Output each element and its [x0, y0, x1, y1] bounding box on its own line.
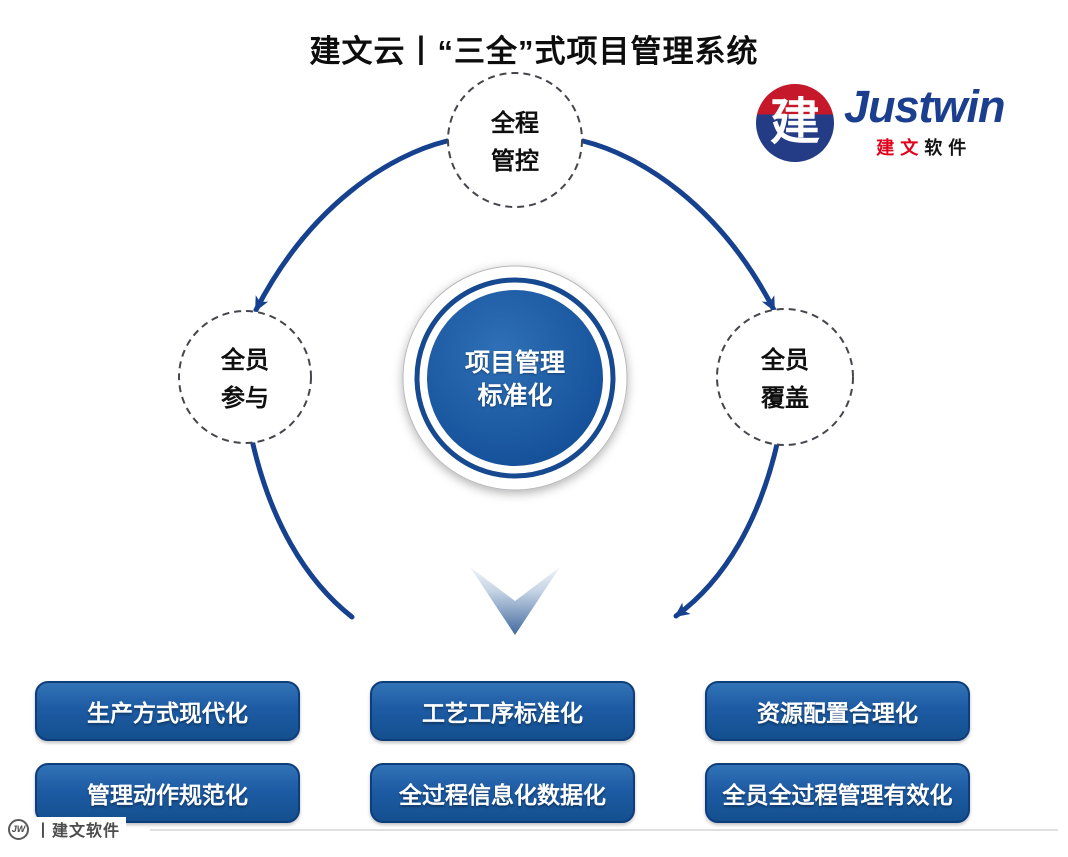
- badge-character: 建: [770, 94, 820, 150]
- dashed-circle-left: [178, 310, 312, 444]
- brand-wordmark: Justwin: [844, 81, 1006, 132]
- footer-watermark: JW 丨建文软件: [8, 817, 127, 841]
- dashed-circle-top: [447, 72, 583, 208]
- footer-company-text: 丨建文软件: [35, 823, 121, 840]
- brand-block: Justwin 建文软件: [844, 81, 1006, 160]
- result-box-resource-allocation: 资源配置合理化: [705, 681, 970, 741]
- arc-top-to-left: [253, 138, 450, 313]
- center-label-line1: 项目管理: [464, 349, 565, 377]
- justwin-logo: 建 Justwin 建文软件: [756, 81, 1006, 162]
- node-left-line1: 全员: [221, 347, 269, 374]
- arc-left-to-bottom: [249, 437, 355, 620]
- arc-right-to-bottom: [673, 437, 781, 619]
- node-right-line2: 覆盖: [761, 385, 809, 412]
- node-left-line2: 参与: [221, 385, 269, 412]
- node-label-all-staff-coverage: 全员 覆盖: [715, 342, 855, 418]
- arc-top-to-right: [580, 138, 777, 313]
- page-title: 建文云丨“三全”式项目管理系统: [309, 34, 759, 69]
- down-arrow-icon: [470, 567, 560, 635]
- node-top-line2: 管控: [491, 148, 539, 175]
- jw-mark-icon: JW: [8, 818, 29, 840]
- center-label-line2: 标准化: [477, 382, 553, 410]
- result-box-management-standardization: 管理动作规范化: [35, 763, 300, 823]
- center-circle-ring: [414, 277, 616, 479]
- node-label-all-staff-participation: 全员 参与: [175, 342, 315, 418]
- justwin-badge-icon: 建: [756, 84, 834, 162]
- node-right-line1: 全员: [761, 347, 809, 374]
- result-box-management-effectiveness: 全员全过程管理有效化: [705, 763, 970, 823]
- center-node-label: 项目管理 标准化: [415, 347, 615, 413]
- result-box-production-modernization: 生产方式现代化: [35, 681, 300, 741]
- brand-tagline-black: 软件: [924, 138, 973, 158]
- node-label-full-process-control: 全程 管控: [445, 105, 585, 181]
- brand-tagline-red: 建文: [876, 138, 925, 158]
- footer-divider: [150, 829, 1058, 831]
- center-circle-core: [427, 290, 603, 466]
- node-top-line1: 全程: [491, 110, 539, 137]
- result-box-process-standardization: 工艺工序标准化: [370, 681, 635, 741]
- dashed-circle-right: [716, 308, 854, 446]
- result-box-informatization: 全过程信息化数据化: [370, 763, 635, 823]
- brand-tagline: 建文软件: [876, 134, 972, 160]
